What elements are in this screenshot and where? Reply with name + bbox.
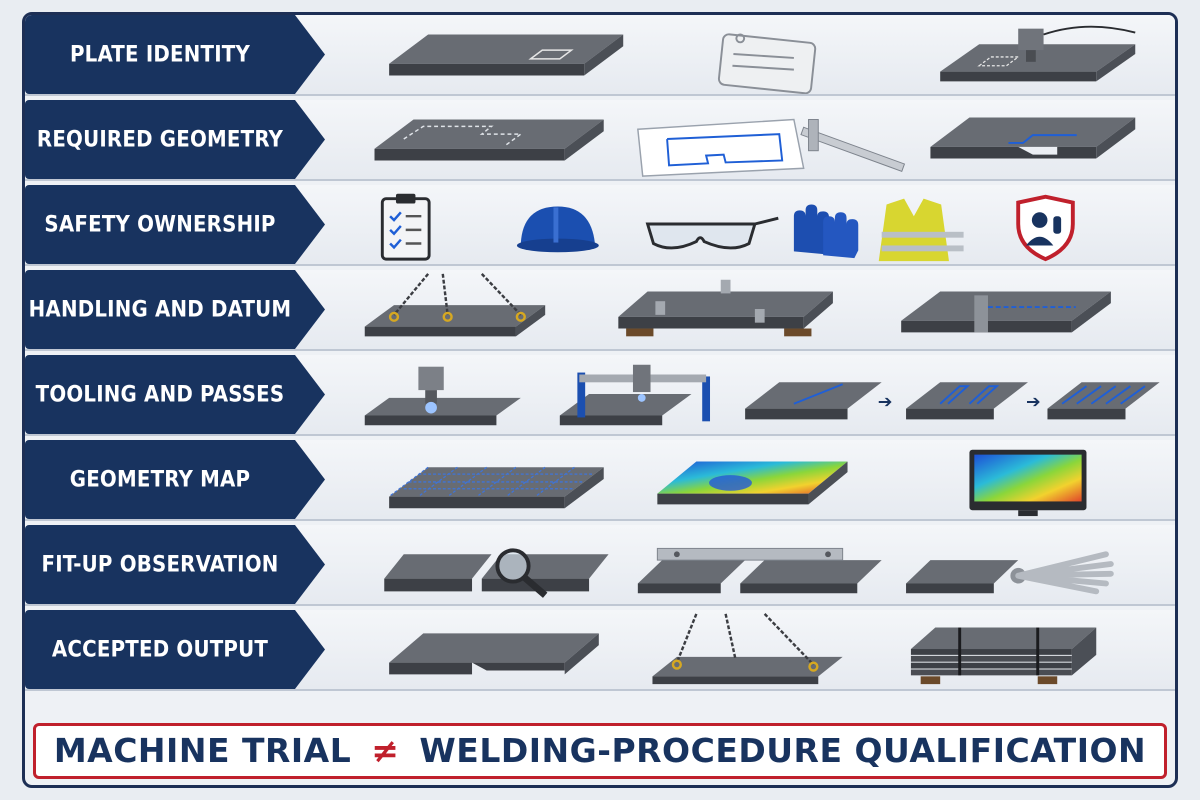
row-title: SAFETY OWNERSHIP [44, 212, 276, 237]
row-illustrations [325, 440, 1175, 519]
row-tooling-and-passes: TOOLING AND PASSES [25, 355, 1175, 436]
lifted-finished-plate-icon [652, 613, 843, 685]
row-accepted-output: ACCEPTED OUTPUT [25, 610, 1175, 691]
row-title: HANDLING AND DATUM [28, 297, 292, 322]
row-handling-and-datum: HANDLING AND DATUM [25, 270, 1175, 351]
row-title: ACCEPTED OUTPUT [51, 637, 269, 662]
infographic-frame: PLATE IDENTITY [22, 12, 1178, 788]
row-title: REQUIRED GEOMETRY [36, 127, 284, 152]
row-label: GEOMETRY MAP [25, 440, 325, 519]
cutting-head-icon [364, 366, 521, 426]
row-label: ACCEPTED OUTPUT [25, 610, 325, 689]
heat-map-icon [657, 461, 848, 505]
arrow-right-icon: ➔ [1026, 393, 1041, 413]
plate-tag-icon [717, 33, 817, 94]
finished-plate-icon [389, 633, 599, 675]
grid-plate-icon [388, 466, 604, 509]
row-illustrations [325, 100, 1175, 179]
row-label: SAFETY OWNERSHIP [25, 185, 325, 264]
qualification-banner: MACHINE TRIAL ≠ WELDING-PROCEDURE QUALIF… [33, 723, 1167, 779]
row-illustrations [325, 270, 1175, 349]
gantry-machine-icon [559, 364, 711, 426]
row-label: HANDLING AND DATUM [25, 270, 325, 349]
safety-vest-icon [878, 198, 964, 262]
cut-plate-icon [930, 117, 1136, 159]
marking-machine-icon [940, 25, 1136, 82]
hard-hat-icon [516, 206, 599, 253]
plate-outline-icon [374, 119, 604, 161]
drawing-and-caliper-icon [637, 118, 906, 177]
row-illustrations [325, 15, 1175, 94]
row-plate-identity: PLATE IDENTITY [25, 15, 1175, 96]
stacked-plates-icon [910, 627, 1097, 685]
plate-on-supports-icon [618, 279, 833, 337]
safety-glasses-icon [645, 216, 779, 250]
gloves-icon [793, 204, 859, 259]
banner-left: MACHINE TRIAL [53, 731, 352, 770]
steel-plate-icon [389, 34, 624, 76]
row-label: FIT-UP OBSERVATION [25, 525, 325, 604]
row-title: FIT-UP OBSERVATION [41, 552, 279, 577]
row-safety-ownership: SAFETY OWNERSHIP [25, 185, 1175, 266]
row-illustrations: ➔ ➔ [325, 355, 1175, 434]
row-fit-up-observation: FIT-UP OBSERVATION [25, 525, 1175, 606]
row-label: PLATE IDENTITY [25, 15, 325, 94]
row-geometry-map: GEOMETRY MAP [25, 440, 1175, 521]
banner-right: WELDING-PROCEDURE QUALIFICATION [419, 731, 1147, 770]
datum-block-icon [901, 291, 1111, 333]
row-illustrations [325, 185, 1175, 264]
arrow-right-icon: ➔ [878, 393, 893, 413]
feeler-gauge-icon [906, 551, 1114, 595]
not-equal-icon: ≠ [371, 731, 400, 770]
row-label: REQUIRED GEOMETRY [25, 100, 325, 179]
safety-shield-icon [1016, 194, 1075, 262]
row-title: TOOLING AND PASSES [35, 382, 285, 407]
row-title: PLATE IDENTITY [69, 42, 250, 67]
row-illustrations [325, 610, 1175, 689]
straight-edge-plates-icon [637, 547, 882, 594]
magnifier-plates-icon [384, 548, 609, 598]
single-pass-icon [745, 382, 882, 420]
row-label: TOOLING AND PASSES [25, 355, 325, 434]
monitor-icon [969, 449, 1087, 517]
checklist-icon [380, 193, 431, 261]
full-passes-icon [1047, 382, 1160, 420]
multi-pass-icon [906, 382, 1028, 420]
row-title: GEOMETRY MAP [69, 467, 251, 492]
lifted-plate-icon [364, 273, 546, 337]
row-illustrations [325, 525, 1175, 604]
row-required-geometry: REQUIRED GEOMETRY [25, 100, 1175, 181]
